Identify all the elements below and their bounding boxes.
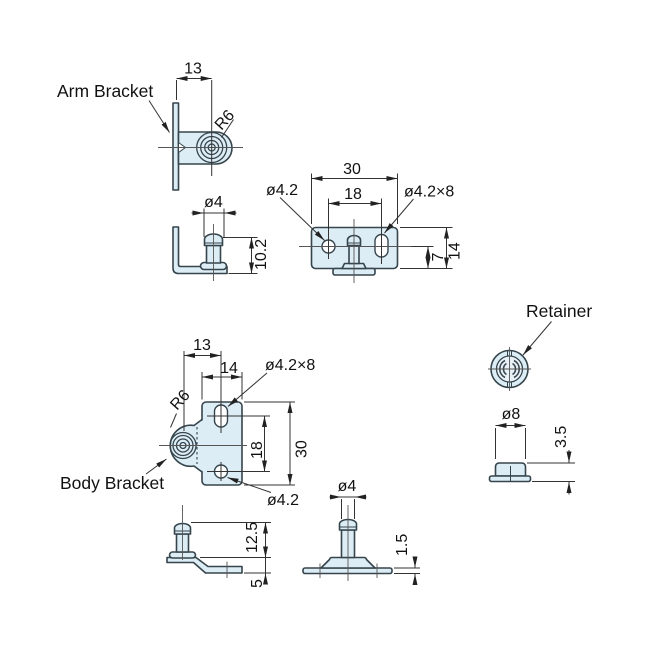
dim-body-pin-height: 12.5 <box>244 522 261 553</box>
dim-body-hole-dia: ø4.2 <box>267 492 299 509</box>
dim-body-offset: 5 <box>249 579 266 588</box>
arm-bracket-front-view: ø4 10.2 <box>172 194 270 281</box>
dim-body-plate-thickness: 1.5 <box>394 534 411 556</box>
dim-arm-flange-width: 13 <box>184 61 202 78</box>
dim-arm-hole-pitch: 18 <box>344 186 362 203</box>
label-retainer: Retainer <box>526 301 592 321</box>
arm-bracket-top-view: 30 18 ø4.2 ø4.2×8 14 7 <box>266 161 464 283</box>
dim-arm-slot-offset: 7 <box>430 253 447 262</box>
dim-arm-slot-size: ø4.2×8 <box>404 184 454 201</box>
dim-body-plate-width: 14 <box>220 360 238 377</box>
dim-retainer-height: 3.5 <box>553 426 570 448</box>
body-bracket-side-view: 12.5 5 <box>166 505 271 588</box>
dim-body-pivot-offset: 13 <box>193 337 211 354</box>
dim-body-hole-pitch: 18 <box>249 441 266 459</box>
dim-retainer-dia: ø8 <box>502 406 521 423</box>
body-bracket-bottom-view: ø4 1.5 <box>302 478 420 585</box>
label-body-bracket: Body Bracket <box>60 473 164 493</box>
dim-body-plate-height: 30 <box>294 440 311 458</box>
dim-arm-tab-radius: R6 <box>212 107 238 134</box>
dim-body-pin-dia: ø4 <box>338 478 357 495</box>
retainer-views: Retainer ø8 3.5 <box>488 301 592 495</box>
arm-bracket-side-view: 13 R6 Arm Bracket <box>57 61 243 191</box>
dim-body-slot-size: ø4.2×8 <box>265 357 315 374</box>
body-bracket-front-view: 13 14 ø4.2×8 R6 18 30 ø4.2 Body Bracket <box>60 337 315 509</box>
dim-body-tab-radius: R6 <box>167 387 193 414</box>
dim-arm-plate-length: 30 <box>343 161 361 178</box>
dim-arm-pin-dia: ø4 <box>204 194 223 211</box>
label-arm-bracket: Arm Bracket <box>57 81 153 101</box>
dim-arm-hole-dia: ø4.2 <box>266 182 298 199</box>
dim-arm-plate-width: 14 <box>447 242 464 260</box>
dim-arm-pin-height: 10.2 <box>253 239 270 270</box>
